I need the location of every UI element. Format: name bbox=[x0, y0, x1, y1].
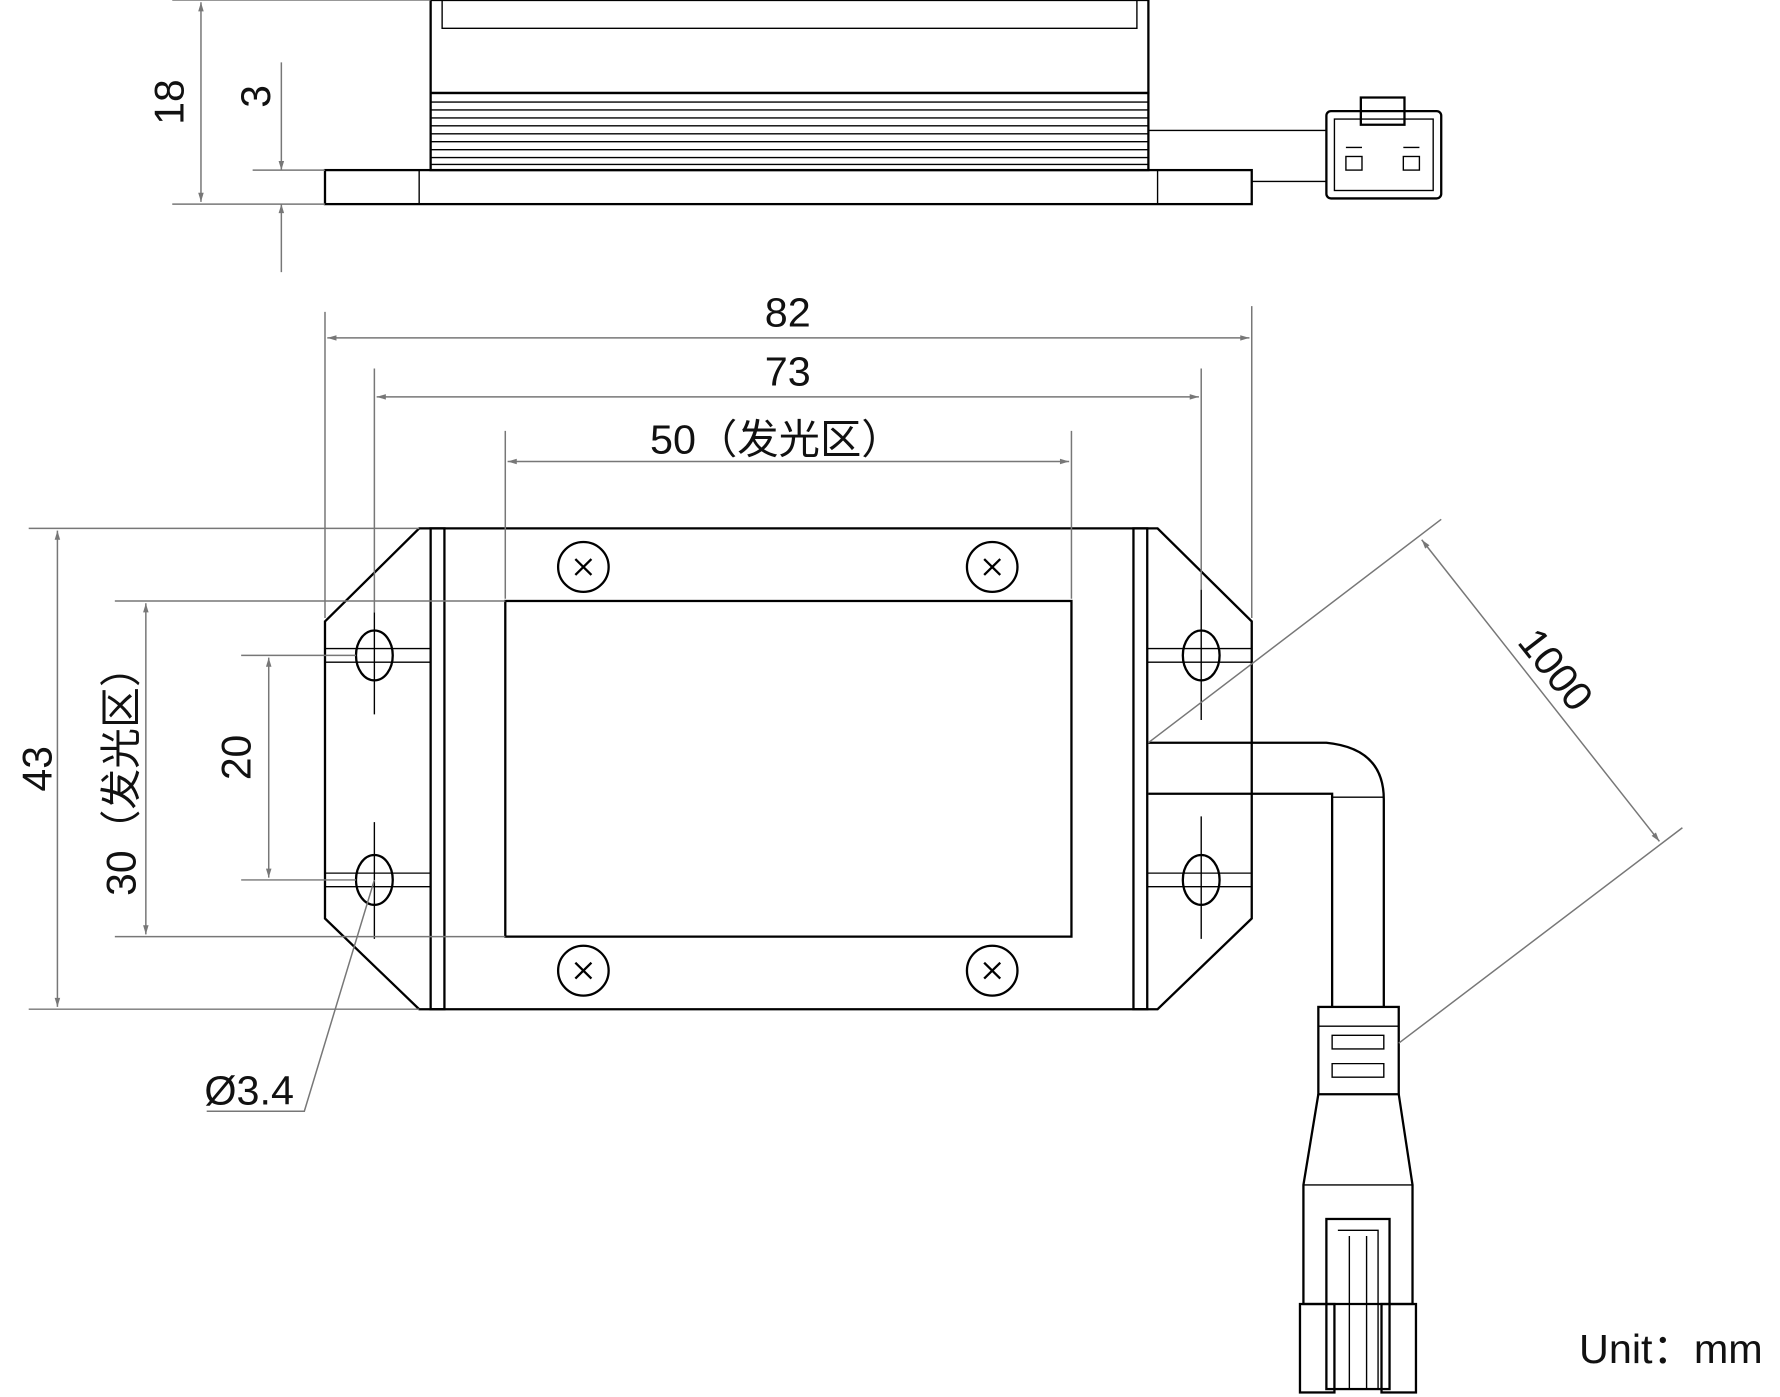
mounting-slots bbox=[324, 589, 1252, 939]
dim-3: 3 bbox=[233, 85, 279, 108]
side-view: 18 3 bbox=[147, 0, 1443, 273]
screws bbox=[556, 540, 1019, 997]
side-connector bbox=[1325, 96, 1443, 200]
front-view: 82 73 50（发光区） 43 30（发光区） 20 Ø3.4 1000 bbox=[14, 290, 1683, 1394]
dim-20: 20 bbox=[213, 735, 259, 780]
heat-fins bbox=[429, 91, 1150, 172]
dim-82: 82 bbox=[765, 290, 811, 336]
emitting-window bbox=[504, 599, 1073, 938]
base-plate bbox=[323, 168, 1253, 206]
dim-43: 43 bbox=[14, 746, 60, 791]
dim-73: 73 bbox=[765, 349, 811, 395]
unit-label: Unit：mm bbox=[1579, 1326, 1763, 1372]
dim-18: 18 bbox=[147, 79, 193, 124]
housing-outline bbox=[323, 527, 1253, 1011]
cable bbox=[1148, 741, 1418, 1394]
dim-50-emitting: 50（发光区） bbox=[650, 417, 903, 463]
dim-hole-diameter: Ø3.4 bbox=[204, 1068, 294, 1114]
dim-30-emitting: 30（发光区） bbox=[98, 646, 144, 895]
